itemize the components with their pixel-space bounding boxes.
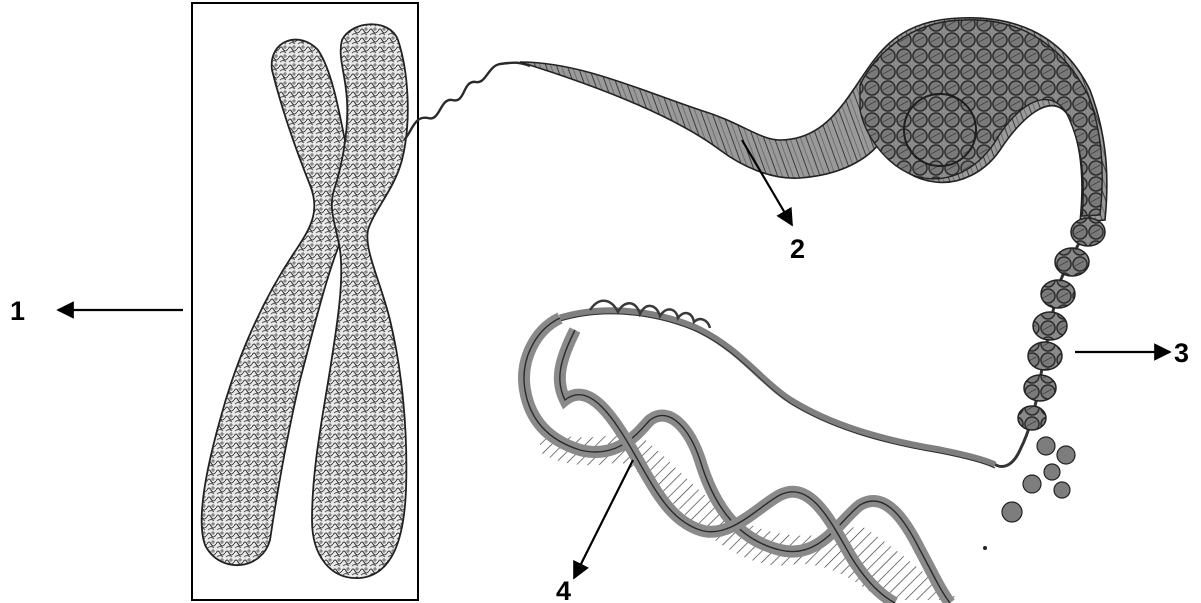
supercoil-center (904, 94, 976, 166)
dna-double-helix (524, 301, 995, 603)
label-1: 1 (10, 296, 25, 326)
label-3: 3 (1174, 338, 1189, 368)
supercoiled-fiber (520, 18, 1107, 222)
chromosome (192, 3, 418, 600)
supercoil-bead-cluster (860, 20, 1102, 216)
arrow-4 (574, 460, 633, 578)
label-4: 4 (556, 576, 571, 603)
chromatin-fiber-thread (404, 63, 530, 140)
label-2: 2 (790, 234, 805, 264)
nucleosome-chain (983, 215, 1105, 550)
